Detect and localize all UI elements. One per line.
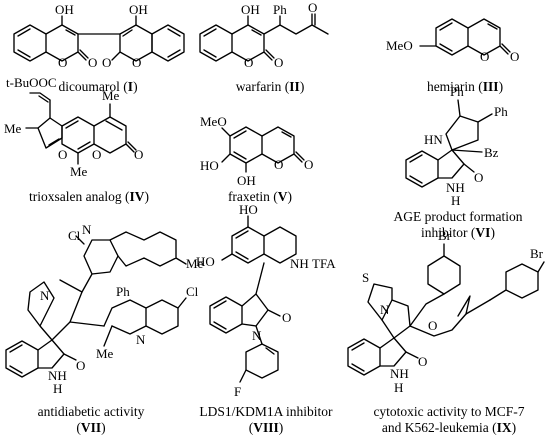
atom-me: Me: [186, 256, 204, 271]
atom-n: N: [252, 328, 262, 343]
atom-o: O: [88, 55, 97, 70]
atom-me: Me: [70, 164, 88, 179]
atom-me: Me: [4, 121, 22, 136]
atom-o: O: [308, 0, 317, 15]
atom-o: O: [474, 170, 483, 185]
atom-n: N: [380, 302, 390, 317]
atom-me: Me: [96, 346, 114, 361]
structure-cytotoxic: S N Br Br NH O O H: [347, 228, 545, 395]
atom-o: O: [132, 55, 141, 70]
atom-nh: NH: [48, 368, 67, 383]
atom-o: O: [58, 147, 67, 162]
atom-ho: HO: [200, 158, 219, 173]
atom-n: N: [82, 222, 92, 237]
structure-warfarin: OH Ph O O O: [199, 0, 329, 70]
atom-nh: NH: [290, 256, 309, 271]
atom-ph: Ph: [116, 284, 130, 299]
atom-ph: Ph: [273, 2, 287, 17]
atom-o: O: [282, 310, 291, 325]
atom-ph: Ph: [494, 104, 508, 119]
atom-o: O: [274, 157, 283, 172]
atom-o: O: [428, 318, 437, 333]
atom-o: O: [92, 147, 101, 162]
caption-age-inhibitor: AGE product formation inhibitor (VI): [393, 209, 523, 240]
atom-o: O: [274, 55, 283, 70]
structure-lsd1-inhibitor: HO HO NH TFA N O F: [196, 202, 336, 399]
atom-tfa: TFA: [312, 256, 336, 271]
atom-hn: HN: [424, 132, 443, 147]
atom-o: O: [76, 358, 85, 373]
atom-o: O: [102, 55, 111, 70]
atom-o: O: [244, 55, 253, 70]
caption-antidiabetic: antidiabetic activity(VII): [37, 404, 145, 435]
atom-o: O: [134, 147, 143, 162]
atom-br: Br: [438, 228, 452, 243]
caption-warfarin: warfarin (II): [235, 79, 305, 94]
atom-nh: NH: [390, 366, 409, 381]
caption-cytotoxic: cytotoxic activity to MCF-7 and K562-leu…: [373, 404, 525, 435]
atom-cl: Cl: [186, 284, 199, 299]
caption-dicoumarol: dicoumarol (I): [58, 79, 138, 94]
atom-oh: OH: [55, 2, 74, 17]
atom-o: O: [480, 49, 489, 64]
atom-br: Br: [530, 246, 544, 261]
atom-o: O: [510, 49, 519, 64]
structure-age-inhibitor: Ph Ph HN Bz NH O H: [405, 84, 508, 208]
atom-h: H: [394, 380, 403, 395]
atom-meo: MeO: [386, 38, 413, 53]
atom-oh: OH: [129, 2, 148, 17]
atom-bz: Bz: [484, 145, 499, 160]
atom-ho: HO: [239, 202, 258, 217]
caption-hemiarin: hemiarin (III): [426, 79, 504, 94]
atom-o: O: [418, 354, 427, 369]
atom-cl: Cl: [68, 228, 81, 243]
caption-fraxetin: fraxetin (V): [227, 189, 293, 204]
atom-ph: Ph: [450, 84, 464, 99]
atom-o: O: [58, 55, 67, 70]
atom-f: F: [234, 384, 241, 399]
atom-tbuooc: t-BuOOC: [6, 75, 57, 90]
atom-oh: OH: [237, 173, 256, 188]
caption-trioxsalen-analog: trioxsalen analog (IV): [29, 189, 149, 204]
atom-h: H: [53, 381, 62, 396]
structure-dicoumarol: OH OH O O O O: [13, 2, 185, 70]
structure-antidiabetic: N Cl Me N Ph Cl N Me NH O H: [5, 222, 204, 396]
structure-hemiarin: MeO O O: [386, 18, 519, 64]
atom-o: O: [304, 157, 313, 172]
atom-n: N: [40, 288, 50, 303]
atom-me: Me: [102, 88, 120, 103]
structure-trioxsalen-analog: t-BuOOC Me Me Me O O O: [4, 75, 143, 179]
atom-h: H: [451, 193, 460, 208]
atom-oh: OH: [241, 2, 260, 17]
atom-meo: MeO: [200, 114, 227, 129]
structure-fraxetin: MeO HO OH O O: [200, 114, 313, 188]
atom-nh: NH: [446, 180, 465, 195]
atom-s: S: [362, 270, 369, 285]
caption-lsd1-inhibitor: LDS1/KDM1A inhibitor(VIII): [199, 404, 333, 435]
atom-ho: HO: [196, 254, 215, 269]
atom-n: N: [136, 332, 146, 347]
